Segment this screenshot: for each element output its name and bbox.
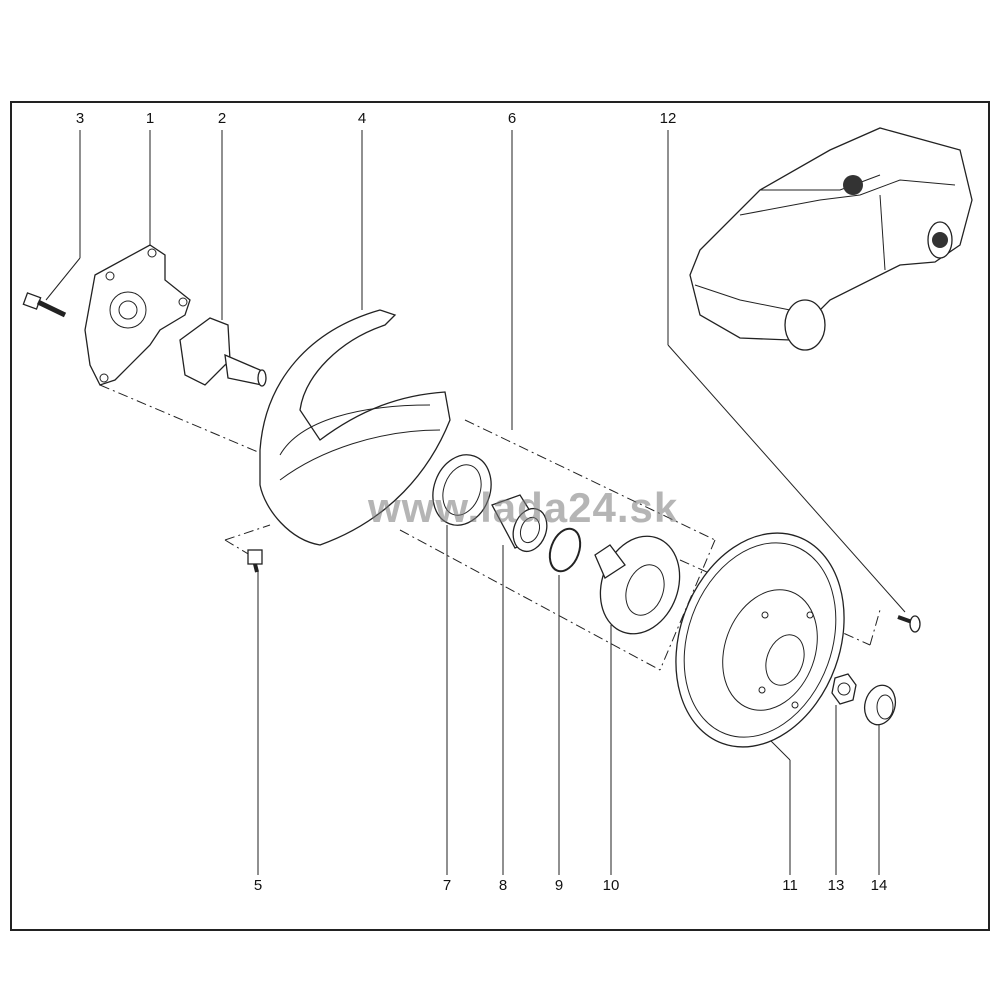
callout-2: 2 xyxy=(217,110,227,127)
callout-7: 7 xyxy=(442,877,452,894)
callout-11: 11 xyxy=(782,877,798,894)
oil-seal-7 xyxy=(432,454,492,526)
callout-10: 10 xyxy=(602,877,620,894)
circlip-9 xyxy=(548,527,582,573)
axle-flange-1 xyxy=(84,244,191,386)
callout-9: 9 xyxy=(554,877,564,894)
bolt-3 xyxy=(22,292,67,318)
callout-4: 4 xyxy=(357,110,367,127)
brake-disc-11 xyxy=(675,532,845,748)
callout-3: 3 xyxy=(75,110,85,127)
callout-5: 5 xyxy=(253,877,263,894)
brake-shield-4 xyxy=(259,309,451,546)
leader-lines xyxy=(45,130,906,875)
watermark: www.lada24.sk xyxy=(368,484,679,531)
bolt-5 xyxy=(247,549,263,573)
hub-cap-14 xyxy=(863,684,897,726)
wheel-bearing-8 xyxy=(491,494,548,553)
hub-nut-13 xyxy=(831,673,857,705)
spindle-2 xyxy=(179,317,267,387)
callout-13: 13 xyxy=(827,877,845,894)
hub-location-marker xyxy=(932,232,948,248)
callout-8: 8 xyxy=(498,877,508,894)
guide-screw-12 xyxy=(897,615,921,633)
wheel-hub-10 xyxy=(594,535,681,635)
hub-location-marker xyxy=(843,175,863,195)
callout-6: 6 xyxy=(507,110,517,127)
diagram-frame xyxy=(10,101,990,931)
callout-14: 14 xyxy=(870,877,888,894)
car-locator-illustration xyxy=(689,127,973,351)
callout-12: 12 xyxy=(659,110,677,127)
callout-1: 1 xyxy=(145,110,155,127)
